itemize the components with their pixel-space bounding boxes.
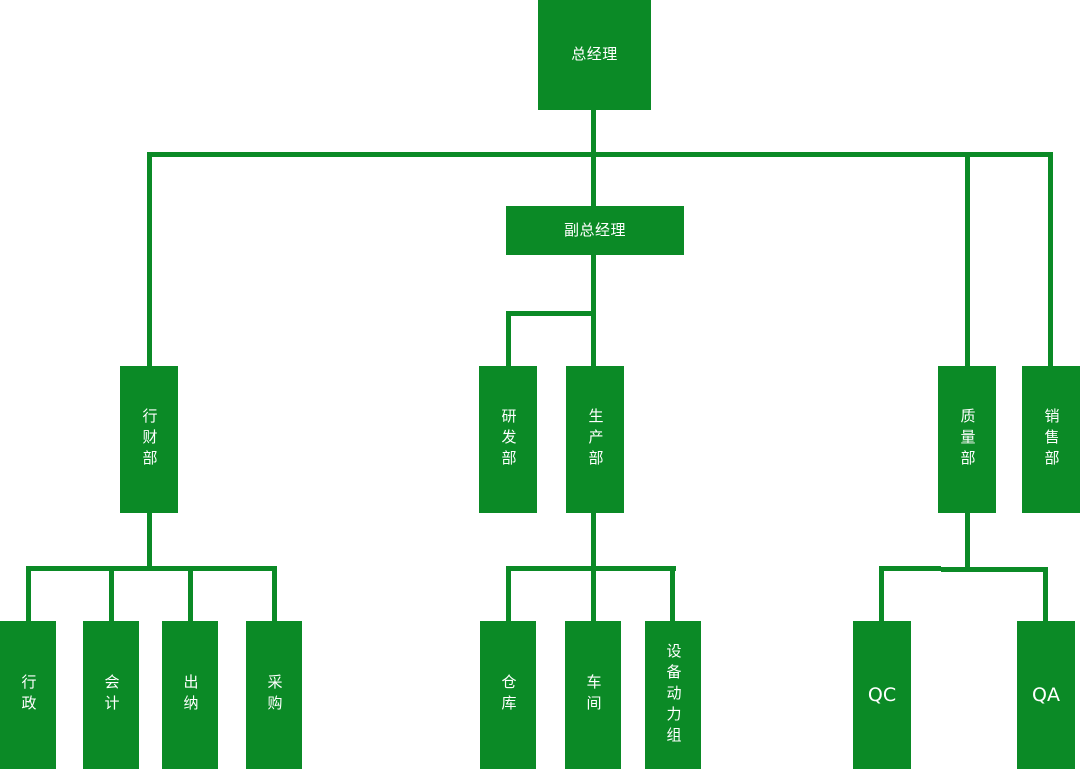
connector-top-bus — [149, 152, 1053, 157]
node-label: 采购 — [265, 674, 284, 716]
node-qc[interactable]: QC — [853, 621, 911, 769]
connector-bus-to-workshop — [591, 566, 596, 623]
node-label: 行政 — [19, 674, 38, 716]
connector-bus-to-cashier — [188, 566, 193, 623]
node-quality-dept[interactable]: 质量部 — [938, 366, 996, 513]
node-deputy-general-manager[interactable]: 副总经理 — [506, 206, 684, 255]
connector-bus-to-sales — [1048, 152, 1053, 368]
node-accounting[interactable]: 会计 — [83, 621, 139, 769]
connector-gm-down — [591, 110, 596, 157]
connector-admin-finance-bus — [26, 566, 277, 571]
node-label: 副总经理 — [563, 220, 626, 239]
connector-bus-to-qc — [879, 566, 884, 623]
node-warehouse[interactable]: 仓库 — [480, 621, 536, 769]
node-workshop[interactable]: 车间 — [565, 621, 621, 769]
node-equipment-power-group[interactable]: 设备动力组 — [645, 621, 701, 769]
connector-bus-to-purchasing — [272, 566, 277, 623]
connector-deputy-gm-sub-bus — [506, 311, 596, 316]
connector-bus-to-quality — [965, 152, 970, 368]
node-production-dept[interactable]: 生产部 — [566, 366, 624, 513]
node-label: 会计 — [102, 674, 121, 716]
node-label: 出纳 — [181, 674, 200, 716]
connector-bus-to-accounting — [109, 566, 114, 623]
node-label: 研发部 — [499, 408, 518, 471]
node-rd-dept[interactable]: 研发部 — [479, 366, 537, 513]
connector-production-down — [591, 513, 596, 570]
node-admin-finance-dept[interactable]: 行财部 — [120, 366, 178, 513]
node-label: 仓库 — [499, 674, 518, 716]
connector-bus-to-qa — [1043, 567, 1048, 623]
connector-bus-to-admin-finance — [147, 152, 152, 368]
connector-quality-down — [965, 513, 970, 570]
connector-admin-finance-down — [147, 513, 152, 570]
connector-bus-to-administration — [26, 566, 31, 623]
connector-quality-bus-left — [879, 566, 941, 571]
node-label: 总经理 — [571, 45, 618, 64]
node-label: 质量部 — [958, 408, 977, 471]
node-purchasing[interactable]: 采购 — [246, 621, 302, 769]
connector-sub-bus-to-rd — [506, 311, 511, 368]
node-label: 销售部 — [1042, 408, 1061, 471]
node-qa[interactable]: QA — [1017, 621, 1075, 769]
node-cashier[interactable]: 出纳 — [162, 621, 218, 769]
node-label: 行财部 — [140, 408, 159, 471]
connector-bus-to-deputy-gm — [591, 152, 596, 207]
node-label: QA — [1032, 683, 1060, 706]
node-label: 车间 — [584, 674, 603, 716]
connector-bus-to-warehouse — [506, 566, 511, 623]
node-sales-dept[interactable]: 销售部 — [1022, 366, 1080, 513]
node-label: 生产部 — [586, 408, 605, 471]
node-general-manager[interactable]: 总经理 — [538, 0, 651, 110]
node-administration[interactable]: 行政 — [0, 621, 56, 769]
node-label: QC — [867, 683, 897, 706]
node-label: 设备动力组 — [664, 642, 683, 748]
connector-quality-bus-right — [941, 567, 1048, 572]
connector-bus-to-equipment-power — [670, 566, 675, 623]
